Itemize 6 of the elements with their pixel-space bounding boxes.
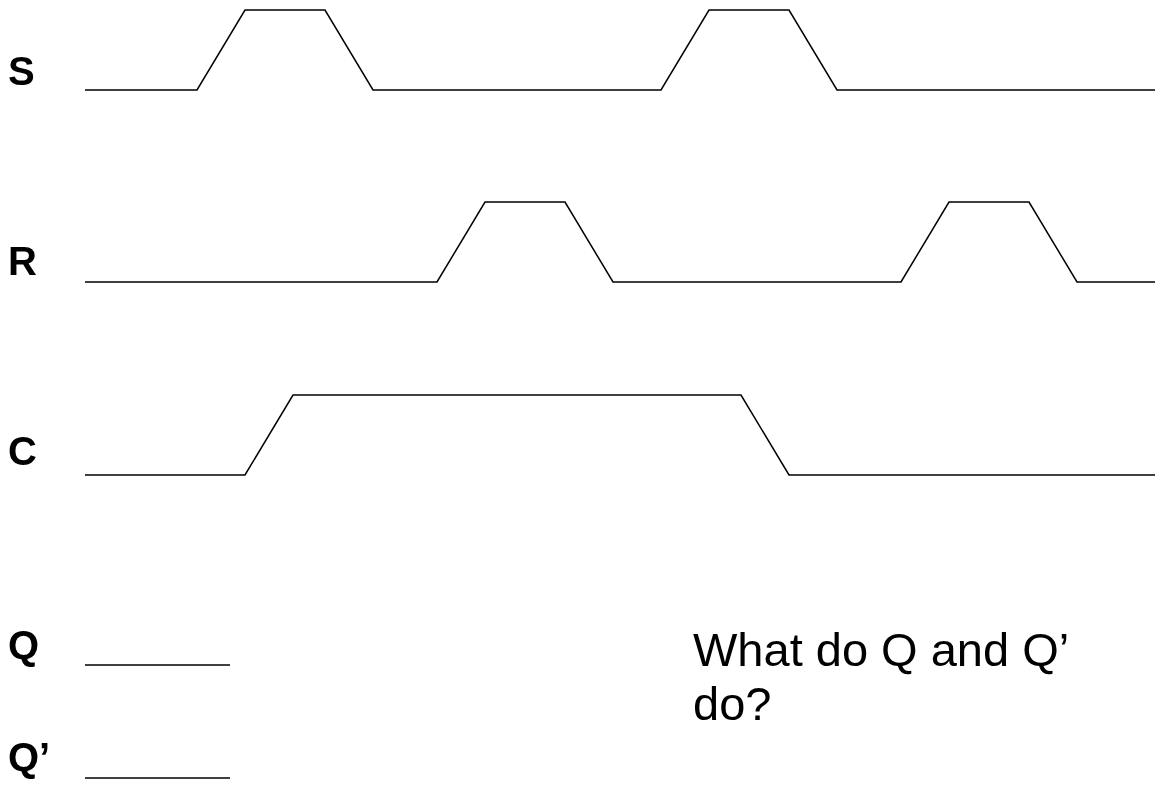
question-text: What do Q and Q’ do? <box>693 623 1069 732</box>
signal-name: Q <box>8 622 40 668</box>
signal-name: R <box>8 238 37 284</box>
signal-name: Q’ <box>8 734 51 780</box>
signal-name: C <box>8 428 37 474</box>
signal-name: S <box>8 48 35 94</box>
